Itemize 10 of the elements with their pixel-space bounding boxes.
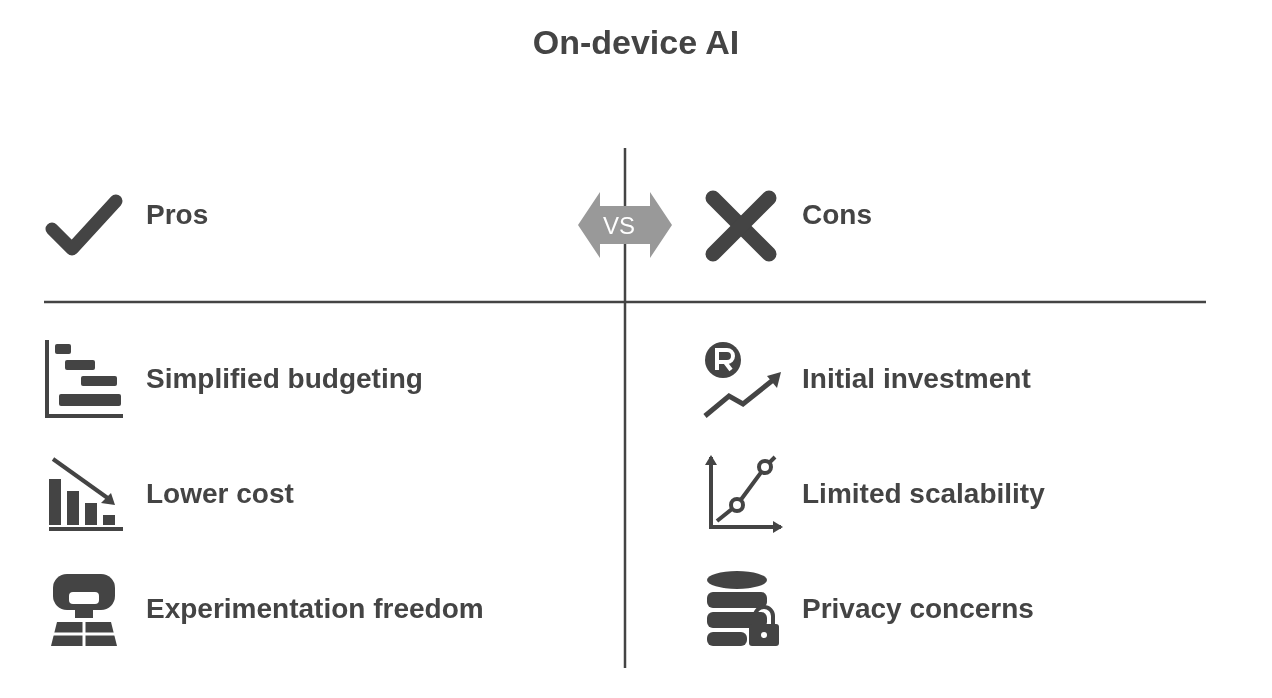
column-heading: Cons xyxy=(802,198,872,232)
con-item: Limited scalability xyxy=(802,477,1045,511)
pro-item: Experimentation freedom xyxy=(146,592,484,626)
versus-label: VS xyxy=(603,211,635,241)
con-item: Initial investment xyxy=(802,362,1031,396)
con-item: Privacy concerns xyxy=(802,592,1034,626)
title: On-device AI xyxy=(531,25,741,59)
pro-item: Lower cost xyxy=(146,477,294,511)
column-heading: Pros xyxy=(146,198,209,232)
pro-item: Simplified budgeting xyxy=(146,362,423,396)
